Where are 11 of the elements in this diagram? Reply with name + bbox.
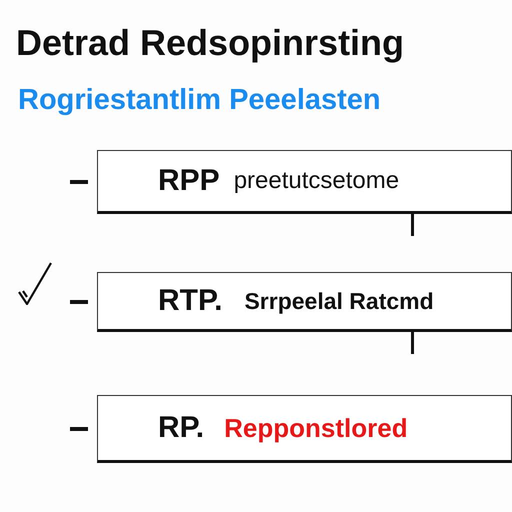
item-description: preetutcsetome [234, 167, 400, 195]
item-description: Srrpeelal Ratcmd [244, 288, 434, 314]
code-label: RPP [158, 164, 220, 198]
item-description: Repponstlored [224, 412, 408, 444]
code-label: RP. [158, 411, 204, 445]
item-box [97, 272, 512, 332]
title: Detrad Redsopinrsting [16, 22, 406, 64]
item-box [97, 395, 512, 463]
item-box [97, 150, 512, 214]
subtitle: Rogriestantlim Peeelasten [18, 84, 382, 117]
code-label: RTP. [158, 284, 222, 318]
